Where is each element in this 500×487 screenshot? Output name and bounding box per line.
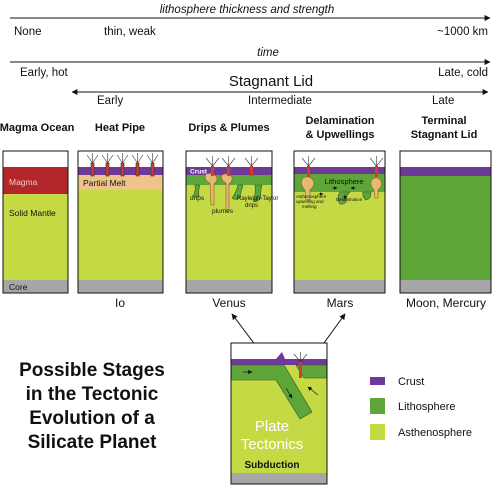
time-left-label: Early, hot	[20, 67, 69, 79]
subduction-label: Subduction	[245, 460, 300, 471]
arc-rays	[293, 352, 308, 363]
upwelling-rays	[301, 156, 384, 167]
asth-upwelling-label-2: upwelling and	[296, 199, 324, 204]
stage-title-delamination-2: & Upwellings	[305, 129, 374, 141]
core-layer	[231, 473, 327, 484]
delamination-label: Delamination	[336, 197, 363, 202]
panel-heat-pipe: Partial Melt	[77, 150, 164, 294]
plate-motion-arrows	[243, 369, 319, 399]
plate-tectonics-line-2: Tectonics	[241, 436, 304, 453]
lithosphere-layer	[294, 174, 385, 192]
panel-magma-ocean: Magma Solid Mantle Core	[2, 150, 69, 294]
core-layer	[400, 280, 491, 293]
solid-mantle-layer	[3, 194, 68, 280]
plumes-label: plumes	[212, 208, 234, 215]
stagnant-lid-intermediate: Intermediate	[248, 95, 312, 107]
subducting-slab	[231, 364, 313, 420]
legend-swatch-lithosphere	[370, 398, 385, 414]
core-layer	[186, 280, 272, 293]
stagnant-lid-axis: Stagnant Lid Early Intermediate Late	[71, 73, 489, 107]
partial-melt-label: Partial Melt	[83, 178, 126, 188]
thickness-right-label: ~1000 km	[437, 26, 488, 38]
main-title: Possible Stages in the Tectonic Evolutio…	[19, 360, 165, 453]
trench-edge	[276, 352, 285, 359]
main-title-line-3: Evolution of a	[29, 408, 155, 429]
flow-arrows	[318, 186, 356, 200]
time-axis: time Early, hot Late, cold	[10, 47, 491, 79]
magma-label: Magma	[9, 177, 38, 187]
stage-title-magma-ocean: Magma Ocean	[0, 122, 75, 134]
example-io: Io	[115, 296, 125, 310]
solid-mantle-label: Solid Mantle	[9, 208, 56, 218]
drips-label: drips	[190, 195, 205, 202]
upwellings	[301, 176, 382, 201]
core-layer	[294, 280, 385, 293]
stagnant-lid-early: Early	[97, 95, 123, 107]
thickness-left-label: None	[14, 26, 42, 38]
asthenosphere-layer	[294, 192, 385, 280]
time-right-label: Late, cold	[438, 67, 488, 79]
stage-title-delamination-1: Delamination	[305, 115, 374, 127]
rt-drips-label-2: drips	[245, 203, 258, 209]
plume-rays	[205, 156, 259, 167]
example-venus: Venus	[212, 296, 245, 310]
magma-layer	[3, 167, 68, 194]
stagnant-lid-late: Late	[432, 95, 454, 107]
eruption-rays	[86, 153, 159, 164]
stage-title-terminal-2: Stagnant Lid	[411, 129, 478, 141]
thickness-axis-label: lithosphere thickness and strength	[160, 4, 335, 16]
asth-upwelling-label-1: Asthenosphere	[296, 194, 327, 199]
example-moon-mercury: Moon, Mercury	[406, 296, 486, 310]
panel-plate-tectonics: Plate Tectonics Subduction	[230, 342, 328, 485]
core-label: Core	[9, 282, 28, 292]
legend: Crust Lithosphere Asthenosphere	[370, 376, 472, 440]
panel-terminal-lid	[399, 150, 492, 294]
plume-vents	[211, 166, 253, 176]
asth-upwelling-label-3: melting	[302, 204, 317, 209]
legend-label-crust: Crust	[398, 376, 424, 388]
crust-layer	[78, 167, 163, 175]
stage-title-terminal-1: Terminal	[421, 115, 466, 127]
main-title-line-2: in the Tectonic	[26, 384, 159, 405]
time-axis-label: time	[257, 47, 279, 59]
crust-layer	[231, 359, 327, 365]
arc-vent	[299, 362, 302, 378]
crust-layer	[294, 167, 385, 174]
stage-title-drips-plumes: Drips & Plumes	[188, 122, 269, 134]
legend-swatch-asthenosphere	[370, 424, 385, 440]
partial-melt-layer	[78, 175, 163, 190]
upwelling-vents	[307, 166, 378, 177]
core-layer	[78, 280, 163, 293]
plate-tectonics-line-1: Plate	[255, 418, 289, 435]
thickness-mid-label: thin, weak	[104, 26, 156, 38]
thickness-axis: lithosphere thickness and strength None …	[10, 4, 491, 38]
crust-layer	[400, 167, 491, 176]
lithosphere-layer	[400, 176, 491, 280]
crust-label: Crust	[190, 169, 208, 176]
legend-swatch-crust	[370, 377, 385, 385]
legend-label-asthenosphere: Asthenosphere	[398, 427, 472, 439]
legend-label-lithosphere: Lithosphere	[398, 401, 456, 413]
example-mars: Mars	[327, 296, 354, 310]
rt-drips-label-1: Rayleigh-Taylor	[237, 196, 278, 202]
panel-delamination: Lithosphere Asthenosphere upwelling and …	[293, 150, 386, 294]
main-title-line-1: Possible Stages	[19, 360, 165, 381]
lithosphere-label: Lithosphere	[324, 177, 363, 186]
drips	[192, 184, 263, 202]
stagnant-lid-label: Stagnant Lid	[229, 73, 313, 90]
main-title-line-4: Silicate Planet	[28, 432, 158, 453]
panel-drips-plumes: Crust drips Rayleigh-Taylor drips plumes	[185, 150, 278, 294]
mantle-layer	[78, 190, 163, 280]
stage-title-heat-pipe: Heat Pipe	[95, 122, 145, 134]
core-layer	[3, 280, 68, 293]
